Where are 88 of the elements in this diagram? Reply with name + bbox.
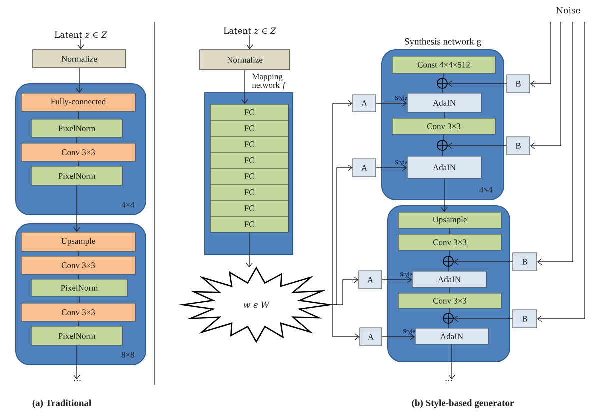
ellipsis: ... (446, 380, 452, 382)
arrow (246, 34, 254, 50)
resolution-label: 4×4 (480, 187, 493, 193)
affine-box: A (360, 328, 382, 346)
caption: (a) Traditional (32, 400, 92, 408)
layer-box: Fully-connected (21, 93, 136, 112)
arrow (382, 334, 416, 340)
connector-line (78, 321, 79, 327)
add-symbol (436, 78, 448, 90)
connector-line (78, 161, 79, 167)
arrow (246, 232, 253, 268)
resolution-label: 8×8 (122, 352, 134, 358)
adain-box: AdaIN (415, 328, 489, 345)
resolution-label: 4×4 (122, 202, 135, 208)
adain-box: AdaIN (412, 271, 487, 288)
noise-scale-box: B (506, 136, 530, 156)
arrow (242, 70, 248, 104)
layer-box: Conv 3×3 (21, 143, 136, 162)
fc-layer-box: FC (210, 168, 289, 185)
normalize-box: Normalize (200, 50, 290, 70)
add-symbol (442, 256, 454, 268)
layer-box: Upsample (398, 212, 502, 229)
fc-layer-box: FC (210, 120, 289, 137)
arrow (448, 142, 508, 150)
arrow (448, 80, 508, 88)
affine-box: A (358, 270, 382, 290)
layer-box: Conv 3×3 (21, 256, 136, 275)
connector-line (442, 150, 443, 157)
layer-box: Conv 3×3 (21, 303, 136, 322)
arrow (537, 22, 586, 322)
noise-scale-box: B (512, 310, 538, 328)
adain-box: AdaIN (407, 93, 482, 113)
affine-box: A (352, 94, 376, 112)
noise-scale-box: B (506, 74, 530, 94)
layer-box: PixelNorm (31, 119, 123, 138)
connector-line (448, 266, 449, 272)
block-heading: Mapping network f (252, 74, 286, 90)
fc-layer-box: FC (210, 104, 289, 121)
noise-label: Noise (556, 7, 580, 14)
arrow (530, 22, 562, 150)
adain-box: AdaIN (407, 156, 482, 179)
connector-line (448, 324, 449, 329)
layer-box: PixelNorm (31, 326, 123, 346)
layer-box: Conv 3×3 (398, 234, 502, 251)
connector-line (79, 296, 80, 304)
arrow (454, 258, 514, 266)
fc-layer-box: FC (210, 216, 289, 233)
arrow (454, 316, 514, 322)
layer-box: Const 4×4×512 (392, 56, 496, 74)
affine-box: A (352, 158, 376, 178)
connector-line (78, 274, 79, 280)
connector-line (76, 137, 78, 144)
fc-layer-box: FC (210, 136, 289, 153)
layer-box: Conv 3×3 (398, 293, 502, 309)
add-symbol (442, 312, 454, 324)
fc-layer-box: FC (210, 152, 289, 169)
block-heading: Synthesis network g (405, 38, 482, 47)
connector-line (78, 111, 79, 120)
arrow (530, 22, 552, 88)
layer-box: Upsample (21, 232, 136, 252)
caption: (b) Style-based generator (412, 400, 514, 408)
arrow (448, 344, 456, 380)
arrow (376, 100, 408, 107)
layer-box: PixelNorm (31, 166, 123, 186)
noise-scale-box: B (512, 252, 538, 272)
arrow (74, 185, 80, 232)
fc-layer-box: FC (210, 184, 289, 201)
input-label: Latent z ∈ Z (224, 28, 276, 34)
arrow (76, 68, 83, 94)
arrow (78, 38, 84, 50)
arrow (441, 178, 448, 212)
arrow (376, 164, 408, 172)
arrow (330, 100, 353, 306)
ellipsis: ... (74, 380, 81, 382)
arrow (537, 22, 574, 266)
layer-box: PixelNorm (31, 279, 128, 297)
normalize-box: Normalize (32, 50, 126, 68)
connector-line (444, 112, 445, 119)
arrow (382, 276, 412, 284)
arrow (330, 304, 360, 340)
layer-box: Conv 3×3 (392, 118, 496, 135)
connector-line (78, 251, 79, 257)
connector-line (449, 287, 450, 294)
connector-line (442, 88, 443, 94)
fc-layer-box: FC (210, 200, 289, 217)
input-label: Latent z ∈ Z (54, 32, 108, 38)
add-symbol (436, 140, 448, 152)
arrow (74, 345, 80, 380)
